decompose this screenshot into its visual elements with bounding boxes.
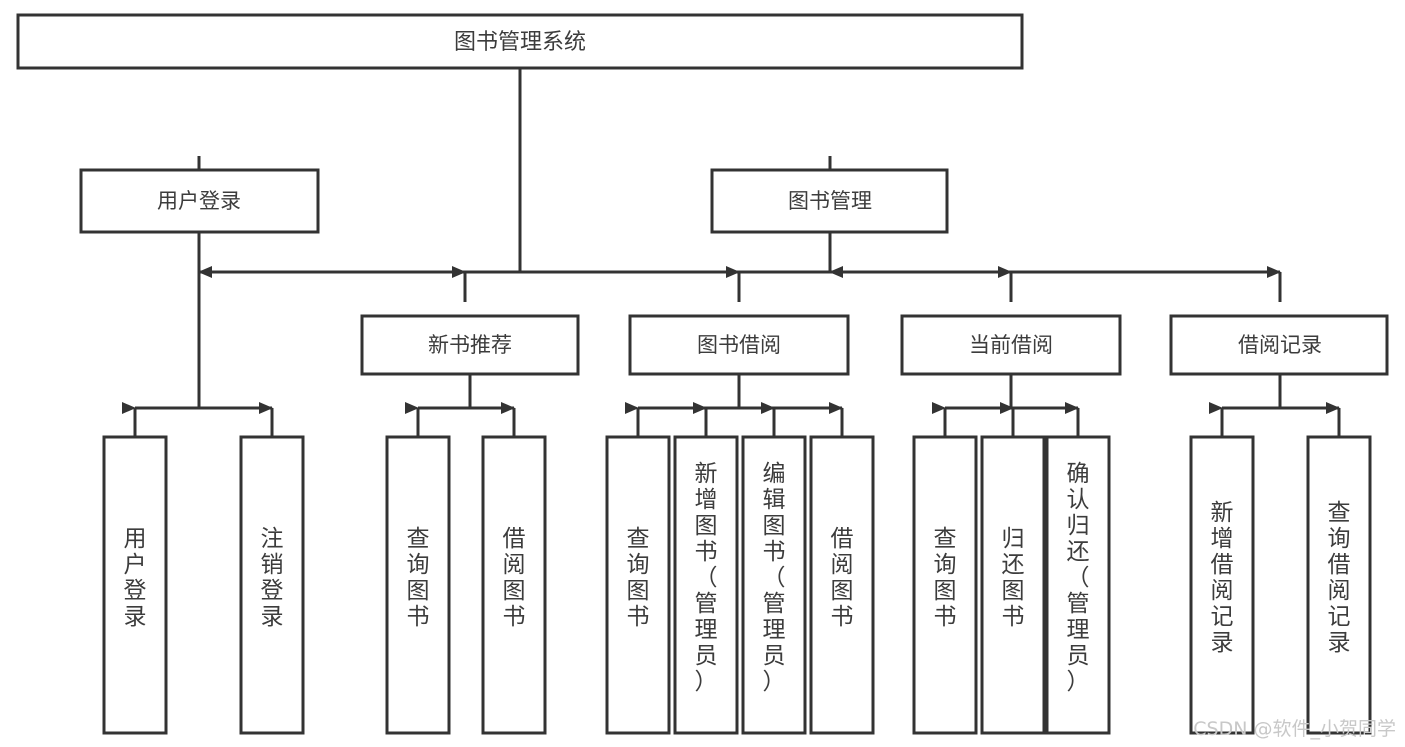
node-book-borrow-box[interactable]	[628, 314, 850, 376]
node-new-book-recommend-box[interactable]	[360, 314, 580, 376]
leaf-node-return-book[interactable]: 归还图书	[980, 435, 1046, 735]
leaf-node-user-logout[interactable]: 注销登录	[239, 435, 305, 735]
node-new-book-recommend-label: 新书推荐	[428, 333, 512, 357]
leaf-node-query-record[interactable]: 查询借阅记录	[1306, 435, 1372, 735]
leaf-node-edit-book[interactable]: 编辑图书（管理员）	[741, 435, 807, 735]
edge-group-book-borrow	[625, 374, 844, 438]
node-book-manage-label: 图书管理	[788, 189, 872, 213]
leaf-node-confirm-return[interactable]: 确认归还（管理员）	[1045, 435, 1111, 735]
leaf-node-query-book-3[interactable]: 查询图书	[912, 435, 978, 735]
leaf-user-login-box[interactable]	[102, 435, 168, 735]
leaf-query-book-3-box[interactable]	[912, 435, 978, 735]
node-new-book-recommend[interactable]: 新书推荐	[360, 314, 580, 376]
leaf-add-book-label: 新增图书（管理员）	[695, 461, 718, 695]
leaf-query-book-1-box[interactable]	[385, 435, 451, 735]
leaf-query-book-3-label: 查询图书	[934, 526, 957, 630]
leaf-node-query-book-1[interactable]: 查询图书	[385, 435, 451, 735]
node-borrow-record-label: 借阅记录	[1238, 333, 1322, 357]
leaf-add-record-label: 新增借阅记录	[1211, 500, 1234, 656]
leaf-edit-book-box[interactable]	[741, 435, 807, 735]
node-root[interactable]: 图书管理系统	[16, 13, 1024, 70]
node-user-login-box[interactable]	[79, 168, 320, 234]
node-root-box[interactable]	[16, 13, 1024, 70]
leaf-node-add-book[interactable]: 新增图书（管理员）	[673, 435, 739, 735]
leaf-user-logout-label: 注销登录	[261, 526, 284, 630]
leaf-add-record-box[interactable]	[1189, 435, 1255, 735]
leaf-add-book-box[interactable]	[673, 435, 739, 735]
edge-group-current-borrow	[932, 374, 1080, 438]
node-current-borrow-box[interactable]	[900, 314, 1122, 376]
leaf-node-user-login[interactable]: 用户登录	[102, 435, 168, 735]
leaf-return-book-box[interactable]	[980, 435, 1046, 735]
leaf-confirm-return-label: 确认归还（管理员）	[1067, 461, 1090, 695]
leaf-borrow-book-1-label: 借阅图书	[503, 526, 526, 630]
edge-group-borrow-record	[1209, 374, 1341, 438]
node-user-login[interactable]: 用户登录	[79, 168, 320, 234]
leaf-node-add-record[interactable]: 新增借阅记录	[1189, 435, 1255, 735]
node-borrow-record[interactable]: 借阅记录	[1169, 314, 1389, 376]
edge-group-book-manage	[452, 232, 1282, 302]
edge-group-new-book-recommend	[405, 374, 516, 438]
leaf-edit-book-label: 编辑图书（管理员）	[763, 461, 786, 695]
csdn-watermark: CSDN @软件_小贺同学	[1193, 718, 1396, 740]
leaf-user-logout-box[interactable]	[239, 435, 305, 735]
leaf-borrow-book-1-box[interactable]	[481, 435, 547, 735]
leaf-query-record-label: 查询借阅记录	[1328, 500, 1351, 656]
leaf-return-book-label: 归还图书	[1002, 526, 1025, 630]
node-current-borrow-label: 当前借阅	[969, 333, 1053, 357]
leaf-borrow-book-2-label: 借阅图书	[831, 526, 854, 630]
leaf-query-book-2-label: 查询图书	[627, 526, 650, 630]
leaf-user-login-label: 用户登录	[124, 526, 147, 630]
leaf-query-record-box[interactable]	[1306, 435, 1372, 735]
leaf-query-book-2-box[interactable]	[605, 435, 671, 735]
leaf-confirm-return-box[interactable]	[1045, 435, 1111, 735]
leaf-borrow-book-2-box[interactable]	[809, 435, 875, 735]
node-current-borrow[interactable]: 当前借阅	[900, 314, 1122, 376]
leaf-query-book-1-label: 查询图书	[407, 526, 430, 630]
leaf-node-borrow-book-1[interactable]: 借阅图书	[481, 435, 547, 735]
node-borrow-record-box[interactable]	[1169, 314, 1389, 376]
leaf-node-query-book-2[interactable]: 查询图书	[605, 435, 671, 735]
leaf-node-borrow-book-2[interactable]: 借阅图书	[809, 435, 875, 735]
node-book-borrow-label: 图书借阅	[697, 333, 781, 357]
node-root-label: 图书管理系统	[454, 30, 586, 55]
node-book-borrow[interactable]: 图书借阅	[628, 314, 850, 376]
node-user-login-label: 用户登录	[157, 189, 241, 213]
edge-group-user-login	[122, 232, 274, 438]
node-book-manage-box[interactable]	[710, 168, 949, 234]
node-book-manage[interactable]: 图书管理	[710, 168, 949, 234]
